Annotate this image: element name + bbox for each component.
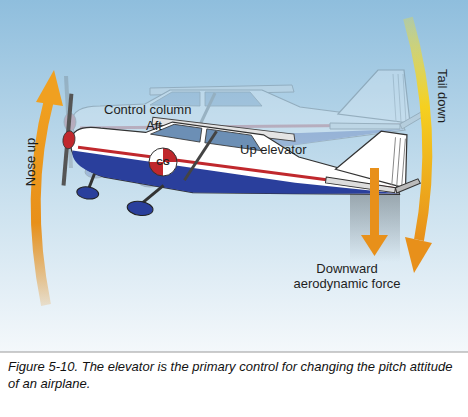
force-arrow-head <box>361 235 388 256</box>
tail-down-head <box>405 237 432 273</box>
cg-ring <box>149 148 177 176</box>
force-label: Downward aerodynamic force <box>282 261 412 291</box>
motion-label: Tail down <box>435 69 450 123</box>
part-label: Up elevator <box>240 142 330 157</box>
sky-background <box>0 0 468 352</box>
figure-caption: Figure 5-10. The elevator is the primary… <box>8 358 460 392</box>
cg-symbol: CG <box>148 147 178 177</box>
motion-label: Nose up <box>23 138 38 186</box>
caption-rule <box>0 352 468 353</box>
nose-up-head <box>36 70 63 106</box>
tail-down-arrow <box>408 18 427 240</box>
cg-text: CG <box>148 147 178 177</box>
pitched-airplane <box>54 88 427 254</box>
part-label: Control column <box>104 102 214 117</box>
force-arrow-shaft <box>370 168 379 236</box>
direction-label: Aft <box>146 118 186 133</box>
nose-up-arrow <box>36 100 49 305</box>
